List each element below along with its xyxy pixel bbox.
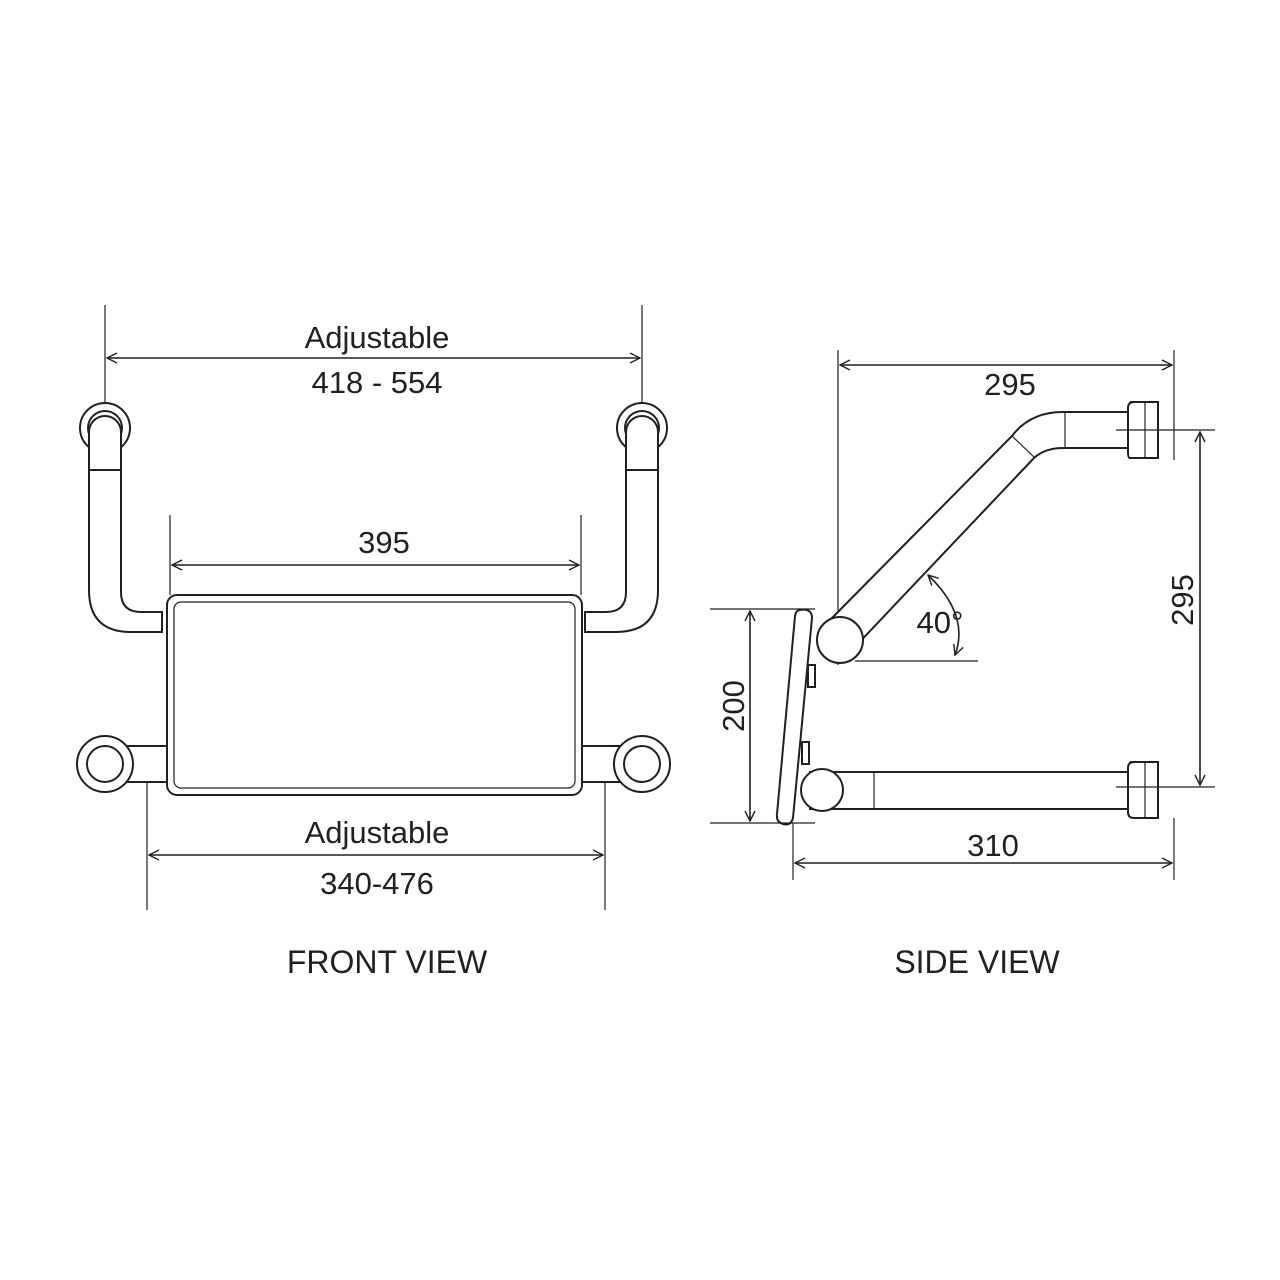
lower-wall-flange — [1127, 761, 1159, 819]
front-bottom-dimension-label: Adjustable — [305, 815, 450, 850]
front-bottom-dimension-value: 340-476 — [320, 866, 434, 901]
angled-upper-arm — [828, 411, 1131, 652]
angle-arc — [928, 575, 959, 655]
side-view-title: SIDE VIEW — [894, 944, 1060, 980]
side-view-drawing — [710, 350, 1215, 880]
side-backrest-height-value: 200 — [716, 680, 751, 732]
front-backrest-width-value: 395 — [358, 525, 410, 560]
side-vertical-height-value: 295 — [1165, 574, 1200, 626]
front-view-title: FRONT VIEW — [287, 944, 488, 980]
lower-pivot — [800, 768, 844, 812]
front-view-drawing — [76, 305, 671, 910]
right-upper-grab-bar — [584, 431, 659, 633]
left-upper-grab-bar — [88, 431, 163, 633]
backrest-pad — [166, 594, 583, 796]
upper-pivot — [816, 616, 864, 664]
lower-horizontal-arm — [809, 771, 1131, 810]
side-bottom-depth-value: 310 — [967, 828, 1019, 863]
side-angle-value: 40° — [917, 605, 964, 640]
front-top-dimension-label: Adjustable — [305, 320, 450, 355]
front-top-dimension-value: 418 - 554 — [312, 365, 443, 400]
side-backrest-pad — [775, 608, 814, 826]
side-top-depth-value: 295 — [984, 367, 1036, 402]
